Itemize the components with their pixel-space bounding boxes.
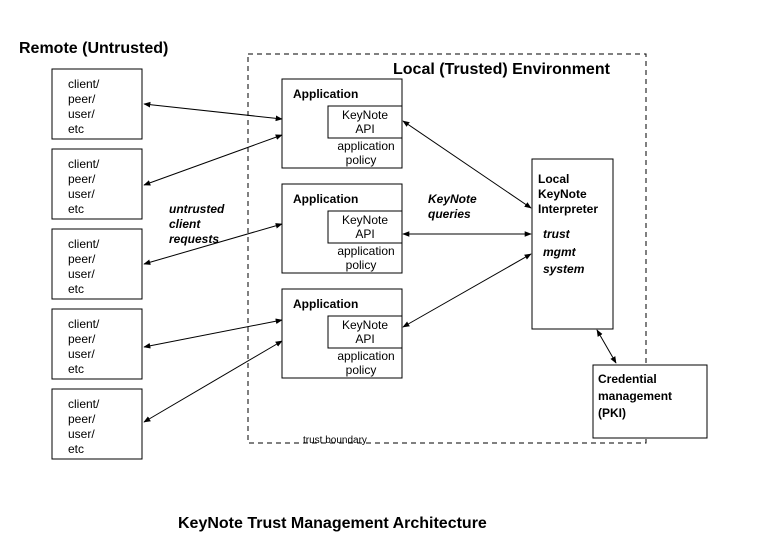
client-app-connector	[143, 223, 283, 265]
client-label-line: peer/	[68, 172, 96, 186]
untrusted-requests-label: untrusted client requests	[169, 202, 225, 246]
policy-label-line: policy	[346, 363, 377, 377]
queries-label-line: KeyNote	[428, 192, 477, 206]
interpreter-title-line: KeyNote	[538, 187, 587, 201]
client-app-connector	[143, 318, 283, 349]
client-label-line: etc	[68, 202, 84, 216]
policy-label-line: application	[337, 244, 394, 258]
application-box: Application KeyNote API application poli…	[281, 183, 403, 274]
api-label-line: KeyNote	[342, 213, 388, 227]
diagram-caption: KeyNote Trust Management Architecture	[178, 515, 487, 532]
client-label-line: etc	[68, 442, 84, 456]
application-title: Application	[293, 297, 358, 311]
client-label-line: user/	[68, 187, 95, 201]
application-title: Application	[293, 87, 358, 101]
app-interpreter-connector	[402, 120, 532, 209]
policy-label-line: policy	[346, 258, 377, 272]
policy-label-line: application	[337, 349, 394, 363]
credential-box: Credential management (PKI)	[592, 364, 708, 439]
credential-label-line: (PKI)	[598, 406, 626, 420]
client-label-line: client/	[68, 237, 100, 251]
remote-title: Remote (Untrusted)	[19, 40, 168, 57]
client-box: client/ peer/ user/ etc	[51, 388, 143, 460]
client-label-line: etc	[68, 362, 84, 376]
policy-label-line: policy	[346, 153, 377, 167]
keynote-api-box	[327, 315, 403, 349]
interpreter-credential-connector	[596, 329, 617, 364]
client-label-line: client/	[68, 317, 100, 331]
api-label-line: KeyNote	[342, 108, 388, 122]
client-box: client/ peer/ user/ etc	[51, 308, 143, 380]
client-label-line: client/	[68, 77, 100, 91]
client-app-connector	[143, 101, 283, 122]
client-label-line: peer/	[68, 332, 96, 346]
requests-label-line: client	[169, 217, 201, 231]
client-label-line: client/	[68, 157, 100, 171]
client-label-line: peer/	[68, 252, 96, 266]
client-label-line: etc	[68, 282, 84, 296]
interpreter-box: Local KeyNote Interpreter trust mgmt sys…	[531, 158, 614, 330]
client-label-line: user/	[68, 347, 95, 361]
requests-label-line: untrusted	[169, 202, 225, 216]
client-box: client/ peer/ user/ etc	[51, 228, 143, 300]
interpreter-title-line: Local	[538, 172, 569, 186]
client-box: client/ peer/ user/ etc	[51, 68, 143, 140]
policy-label-line: application	[337, 139, 394, 153]
api-label-line: API	[355, 122, 374, 136]
client-label-line: peer/	[68, 92, 96, 106]
credential-label-line: management	[598, 389, 672, 403]
local-title: Local (Trusted) Environment	[393, 61, 611, 78]
trust-boundary-label: trust boundary	[303, 435, 367, 446]
queries-label-line: queries	[428, 207, 471, 221]
client-app-connector	[143, 340, 283, 423]
api-label-line: API	[355, 227, 374, 241]
keynote-queries-label: KeyNote queries	[428, 192, 477, 221]
client-label-line: user/	[68, 107, 95, 121]
interpreter-title-line: Interpreter	[538, 202, 598, 216]
app-interpreter-connector	[402, 253, 532, 328]
client-label-line: user/	[68, 427, 95, 441]
credential-label-line: Credential	[598, 372, 657, 386]
client-label-line: client/	[68, 397, 100, 411]
interpreter-subtitle-line: system	[543, 262, 585, 276]
keynote-api-box	[327, 210, 403, 244]
application-title: Application	[293, 192, 358, 206]
interpreter-subtitle-line: trust	[543, 227, 571, 241]
application-box: Application KeyNote API application poli…	[281, 78, 403, 169]
application-box: Application KeyNote API application poli…	[281, 288, 403, 379]
client-label-line: etc	[68, 122, 84, 136]
api-label-line: API	[355, 332, 374, 346]
api-label-line: KeyNote	[342, 318, 388, 332]
client-label-line: user/	[68, 267, 95, 281]
keynote-api-box	[327, 105, 403, 139]
interpreter-subtitle-line: mgmt	[543, 245, 577, 259]
client-box: client/ peer/ user/ etc	[51, 148, 143, 220]
client-label-line: peer/	[68, 412, 96, 426]
client-app-connector	[143, 134, 283, 186]
